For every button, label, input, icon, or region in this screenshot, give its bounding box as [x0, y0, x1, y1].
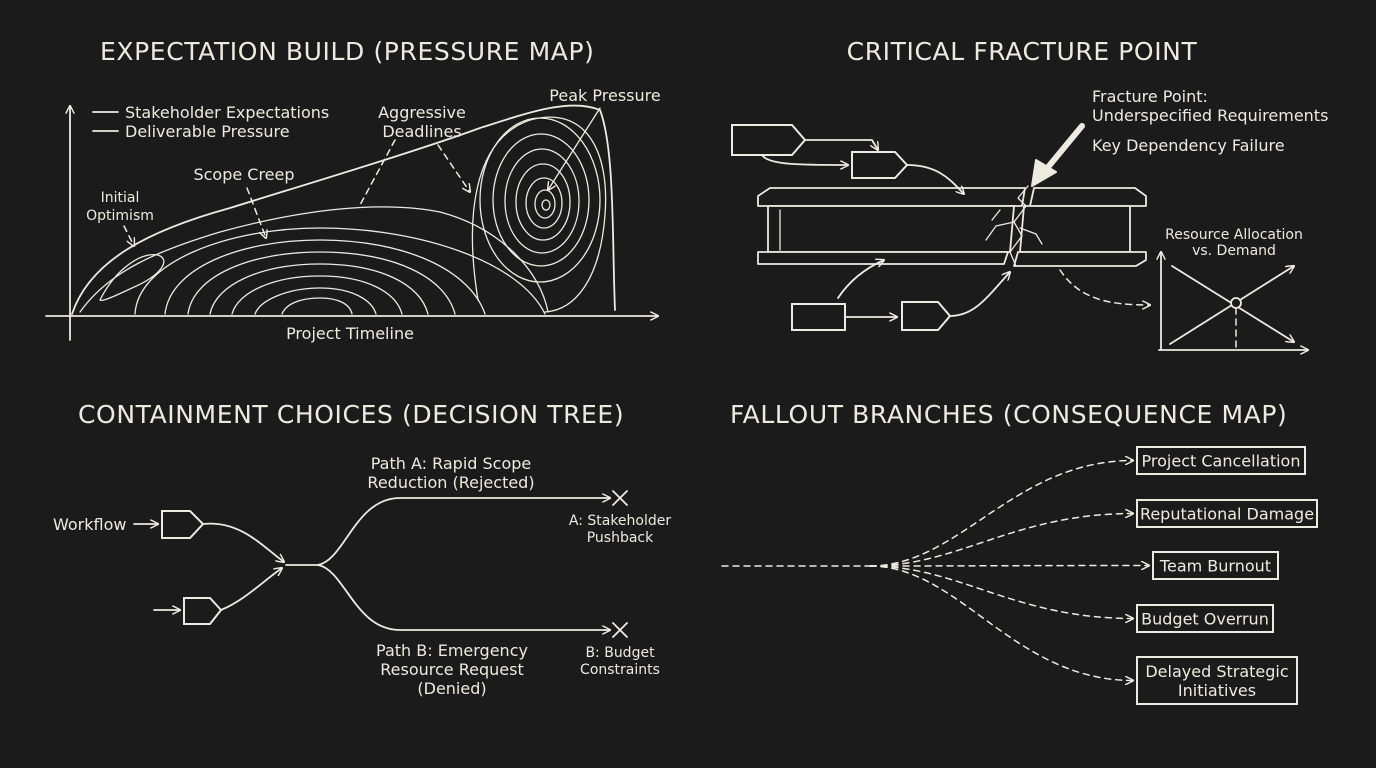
fallout-branch	[869, 566, 1149, 567]
fallout-title: FALLOUT BRANCHES (CONSEQUENCE MAP)	[730, 400, 1287, 429]
process-box-bottom-2	[901, 301, 952, 331]
resource-label-1: Resource Allocation	[1165, 227, 1303, 243]
annotation-deadlines-line	[359, 139, 396, 206]
containment-panel: CONTAINMENT CHOICES (DECISION TREE) Work…	[53, 400, 671, 698]
process-box-top-1	[731, 124, 807, 156]
annotation-peak: Peak Pressure	[549, 86, 660, 105]
pressure-contours	[134, 227, 546, 315]
annotation-peak-arrow	[548, 107, 601, 190]
workflow-label: Workflow	[53, 515, 126, 534]
consequence-label: Delayed Strategic	[1145, 662, 1288, 681]
annotation-initial-1: Initial	[101, 190, 140, 206]
x-axis-label: Project Timeline	[286, 324, 414, 343]
fallout-branch	[869, 461, 1133, 567]
workflow-box-1	[161, 510, 205, 539]
outcome-b-label-2: Constraints	[580, 662, 660, 678]
annotation-scope-arrow	[246, 187, 266, 238]
i-beam-right	[1013, 187, 1147, 267]
annotation-initial-arrow	[123, 225, 134, 246]
fallout-panel: FALLOUT BRANCHES (CONSEQUENCE MAP) Proje…	[721, 400, 1318, 705]
consequence-box	[1136, 656, 1298, 705]
consequence-box	[1152, 551, 1279, 580]
fracture-panel: CRITICAL FRACTURE POINT Fracture Point: …	[731, 37, 1328, 350]
resource-chart	[1159, 251, 1309, 350]
fracture-title: CRITICAL FRACTURE POINT	[847, 37, 1198, 66]
consequence-box	[1136, 604, 1274, 633]
path-a-line	[317, 498, 611, 566]
dependency-label: Key Dependency Failure	[1092, 136, 1285, 155]
outcome-a-label-1: A: Stakeholder	[569, 513, 672, 529]
consequence-box	[1136, 499, 1318, 528]
pressure-curve	[79, 206, 549, 313]
outcome-a-label-2: Pushback	[587, 530, 654, 546]
path-b-x-icon	[612, 622, 628, 638]
consequence-box	[1136, 446, 1306, 475]
fracture-label-2: Underspecified Requirements	[1092, 106, 1328, 125]
consequence-label: Project Cancellation	[1142, 452, 1301, 471]
containment-title: CONTAINMENT CHOICES (DECISION TREE)	[78, 400, 624, 429]
path-b-label-2: Resource Request	[380, 660, 523, 679]
fallout-branch	[869, 565, 1133, 681]
fallout-branch	[869, 565, 1133, 619]
consequence-label: Budget Overrun	[1141, 610, 1269, 629]
fracture-arrow-head	[1031, 159, 1057, 187]
fracture-arrow-shaft	[1041, 123, 1085, 175]
process-box-bottom-1	[791, 303, 846, 331]
outcome-b-label-1: B: Budget	[585, 645, 655, 661]
expectation-panel: EXPECTATION BUILD (PRESSURE MAP) Project…	[45, 37, 661, 343]
path-b-label-1: Path B: Emergency	[376, 641, 528, 660]
annotation-deadlines-arrow	[437, 144, 470, 192]
process-box-top-2	[851, 151, 909, 179]
annotation-deadlines-1: Aggressive	[378, 103, 466, 122]
peak-pressure-swirl	[471, 116, 607, 313]
path-b-label-3: (Denied)	[417, 679, 486, 698]
beam-cracks	[985, 185, 1043, 267]
expectation-title: EXPECTATION BUILD (PRESSURE MAP)	[100, 37, 595, 66]
expectation-curve	[71, 104, 616, 315]
annotation-scope-creep: Scope Creep	[193, 165, 294, 184]
path-a-label-2: Reduction (Rejected)	[367, 473, 534, 492]
path-a-label-1: Path A: Rapid Scope	[371, 454, 532, 473]
fallout-branches	[721, 461, 1149, 681]
legend-expectations: Stakeholder Expectations	[125, 103, 329, 122]
workflow-box-2	[183, 597, 223, 625]
consequence-label: Initiatives	[1178, 681, 1256, 700]
path-b-line	[317, 564, 611, 630]
i-beam-left	[757, 187, 1026, 265]
annotation-deadlines-2: Deadlines	[382, 122, 461, 141]
legend-pressure: Deliverable Pressure	[125, 122, 290, 141]
annotation-initial-2: Optimism	[86, 208, 154, 224]
consequence-label: Team Burnout	[1159, 557, 1271, 576]
resource-label-2: vs. Demand	[1192, 243, 1276, 259]
path-a-x-icon	[612, 490, 628, 506]
consequence-label: Reputational Damage	[1140, 505, 1314, 524]
initial-optimism-loop	[99, 254, 165, 302]
intersection-point	[1230, 297, 1242, 309]
fracture-label-1: Fracture Point:	[1092, 87, 1208, 106]
fallout-branch	[869, 514, 1133, 567]
